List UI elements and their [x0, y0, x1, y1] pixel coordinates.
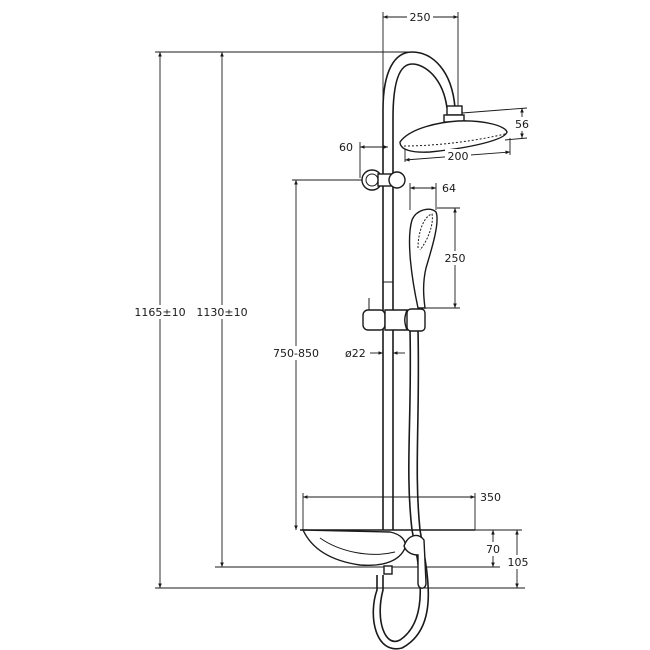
- extension-lines: [155, 12, 528, 589]
- hand-shower: [408, 208, 438, 309]
- hand-shower-width-label: 64: [442, 182, 456, 195]
- total-height-label: 1165±10: [134, 306, 185, 319]
- shelf-height-b-label: 105: [508, 556, 529, 569]
- wall-bracket: [361, 169, 406, 191]
- shelf-height-a-label: 70: [486, 543, 500, 556]
- shelf-thermostat: [300, 529, 475, 589]
- arm-reach-label: 250: [410, 11, 431, 24]
- shower-hose: [372, 329, 430, 650]
- pipe-diameter-label: ø22: [345, 347, 366, 360]
- hand-shower-length-label: 250: [445, 252, 466, 265]
- shelf-width-label: 350: [480, 491, 501, 504]
- head-height-label: 56: [515, 118, 529, 131]
- bracket-height-label: 750-850: [273, 347, 319, 360]
- dimension-labels: 1165±10 1130±10 250 56 200 60 750-850 64…: [134, 10, 532, 569]
- dimension-lines: [158, 15, 524, 588]
- arm-height-label: 1130±10: [196, 306, 247, 319]
- head-diameter-label: 200: [448, 150, 469, 163]
- slide-holder: [362, 298, 426, 332]
- overhead-shower-head: [399, 105, 508, 153]
- wall-offset-label: 60: [339, 141, 353, 154]
- riser-pipe: [382, 51, 456, 530]
